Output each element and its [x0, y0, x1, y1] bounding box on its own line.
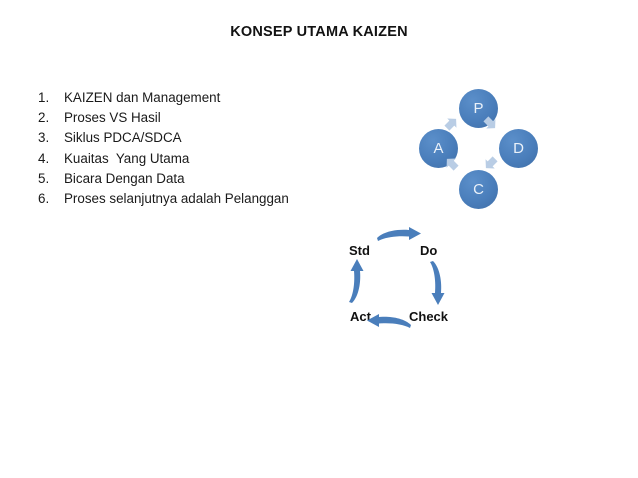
page-title: KONSEP UTAMA KAIZEN: [230, 24, 408, 40]
list-item-label: Proses VS Hasil: [64, 110, 161, 126]
list-item-label: Proses selanjutnya adalah Pelanggan: [64, 190, 289, 206]
list-item: 4. Kuaitas Yang Utama: [38, 151, 368, 171]
arrow-right-icon: [480, 113, 501, 134]
list-item: 3. Siklus PDCA/SDCA: [38, 130, 368, 150]
list-item: 1. KAIZEN dan Management: [38, 90, 368, 110]
list-item-number: 2.: [38, 110, 50, 126]
curved-arrow-down-icon: [429, 260, 446, 306]
sdca-label-do: Do: [420, 243, 438, 258]
list-item: 6. Proses selanjutnya adalah Pelanggan: [38, 191, 368, 211]
sdca-label-act: Act: [350, 309, 371, 324]
list-item-number: 6.: [38, 190, 50, 206]
concept-list: 1. KAIZEN dan Management 2. Proses VS Ha…: [38, 90, 368, 211]
pdca-node-do: D: [499, 129, 538, 168]
list-item-number: 4.: [38, 150, 50, 166]
arrow-right-icon: [441, 153, 462, 174]
curved-arrow-right-icon: [376, 227, 422, 243]
sdca-label-std: Std: [349, 243, 370, 258]
curved-arrow-up-icon: [348, 258, 365, 304]
list-item-label: Kuaitas Yang Utama: [64, 150, 190, 166]
curved-arrow-left-icon: [366, 314, 412, 330]
list-item: 5. Bicara Dengan Data: [38, 171, 368, 191]
list-item-label: Bicara Dengan Data: [64, 170, 185, 186]
list-item-label: Siklus PDCA/SDCA: [64, 130, 182, 146]
list-item: 2. Proses VS Hasil: [38, 110, 368, 130]
list-item-label: KAIZEN dan Management: [64, 90, 221, 105]
arrow-right-icon: [441, 113, 462, 134]
list-item-number: 3.: [38, 130, 50, 146]
sdca-diagram: Std Do Act Check: [334, 226, 464, 336]
list-item-number: 1.: [38, 90, 50, 105]
pdca-diagram: P D C A: [408, 78, 558, 218]
sdca-label-check: Check: [409, 309, 449, 324]
pdca-node-plan: P: [459, 89, 498, 128]
arrow-right-icon: [480, 153, 501, 174]
pdca-node-check: C: [459, 170, 498, 209]
list-item-number: 5.: [38, 170, 50, 186]
